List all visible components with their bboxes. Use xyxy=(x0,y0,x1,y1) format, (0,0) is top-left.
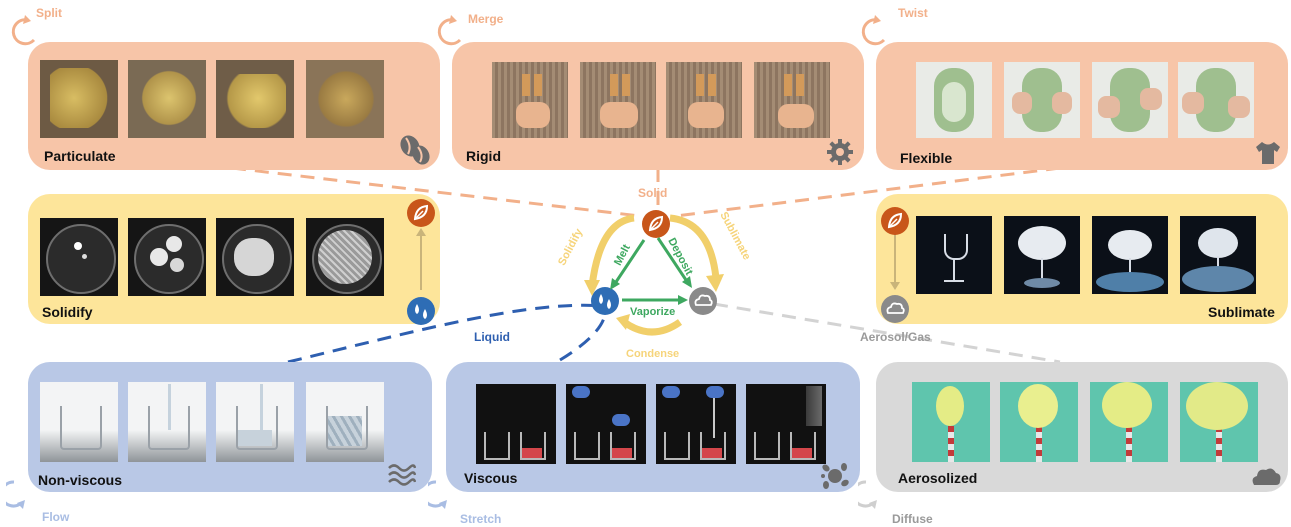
tshirt-icon xyxy=(1256,142,1280,164)
node-solid-label: Solid xyxy=(638,186,668,200)
diffuse-label: Diffuse xyxy=(892,512,933,526)
stretch-label: Stretch xyxy=(460,512,502,526)
split-label: Split xyxy=(36,6,62,20)
flow-label: Flow xyxy=(42,510,70,524)
flexible-frame xyxy=(1092,62,1168,138)
liquid-drops-icon xyxy=(407,297,435,325)
solid-leaf-icon xyxy=(881,207,909,235)
solidify-frame xyxy=(40,218,118,296)
non-viscous-frame xyxy=(40,382,118,462)
vaporize-transition-label: Vaporize xyxy=(630,306,676,318)
viscous-label: Viscous xyxy=(464,470,518,486)
particulate-frame xyxy=(306,60,384,138)
liquid-to-solid-arrow xyxy=(416,228,426,290)
rigid-frame xyxy=(754,62,830,138)
cycle-arrow-icon xyxy=(428,480,447,509)
solid-leaf-icon xyxy=(407,199,435,227)
viscous-frame xyxy=(746,384,826,464)
node-liquid-label: Liquid xyxy=(474,330,510,344)
aerosolized-frame xyxy=(1180,382,1258,462)
coffee-beans-icon xyxy=(400,135,430,165)
cycle-arrow-icon xyxy=(437,15,462,46)
node-gas-label: Aerosol/Gas xyxy=(860,330,931,344)
sublimate-frame xyxy=(1180,216,1256,294)
non-viscous-frame xyxy=(216,382,294,462)
liquid-to-nonviscous-line xyxy=(287,303,605,364)
non-viscous-frame xyxy=(128,382,206,462)
solidify-frame xyxy=(128,218,206,296)
gas-node xyxy=(689,287,717,315)
cycle-arrow-icon xyxy=(6,480,25,509)
cycle-arrow-icon xyxy=(11,15,36,46)
non-viscous-frame xyxy=(306,382,384,462)
particulate-frame xyxy=(128,60,206,138)
aerosolized-frame xyxy=(1090,382,1168,462)
cloud-icon xyxy=(1252,468,1281,485)
waves-icon xyxy=(388,464,416,486)
non-viscous-label: Non-viscous xyxy=(38,472,123,488)
rigid-label: Rigid xyxy=(466,148,501,164)
condense-transition-label: Condense xyxy=(626,348,680,360)
solid-to-flexible-line xyxy=(675,166,1061,218)
particulate-frame xyxy=(216,60,294,138)
flexible-frame xyxy=(1004,62,1080,138)
particulate-label: Particulate xyxy=(44,148,116,164)
cloud-icon xyxy=(881,295,909,323)
aerosolized-frame xyxy=(912,382,990,462)
viscous-frame xyxy=(476,384,556,464)
aerosolized-label: Aerosolized xyxy=(898,470,978,486)
liquid-node xyxy=(591,287,619,315)
aerosolized-frame xyxy=(1000,382,1078,462)
gear-icon xyxy=(827,139,853,165)
sublimate-frame xyxy=(916,216,992,294)
phase-transition-arrows xyxy=(584,214,724,336)
sublimate-label: Sublimate xyxy=(1208,304,1275,320)
cycle-arrow-icon xyxy=(858,480,877,509)
merge-label: Merge xyxy=(468,12,504,26)
rigid-frame xyxy=(580,62,656,138)
solidify-frame xyxy=(306,218,384,296)
solidify-label: Solidify xyxy=(42,304,93,320)
viscous-frame xyxy=(656,384,736,464)
solid-node xyxy=(642,210,670,238)
rigid-frame xyxy=(666,62,742,138)
splat-icon xyxy=(821,463,849,489)
flexible-label: Flexible xyxy=(900,150,953,166)
sublimate-frame xyxy=(1004,216,1080,294)
liquid-to-viscous-line xyxy=(559,317,606,362)
cycle-arrow-icon xyxy=(861,15,886,46)
flexible-frame xyxy=(916,62,992,138)
rigid-frame xyxy=(492,62,568,138)
solid-to-gas-arrow xyxy=(890,228,900,290)
sublimate-frame xyxy=(1092,216,1168,294)
gas-to-aerosolized-line xyxy=(713,302,1061,364)
viscous-frame xyxy=(566,384,646,464)
solidify-frame xyxy=(216,218,294,296)
particulate-frame xyxy=(40,60,118,138)
twist-label: Twist xyxy=(898,6,928,20)
flexible-frame xyxy=(1178,62,1254,138)
